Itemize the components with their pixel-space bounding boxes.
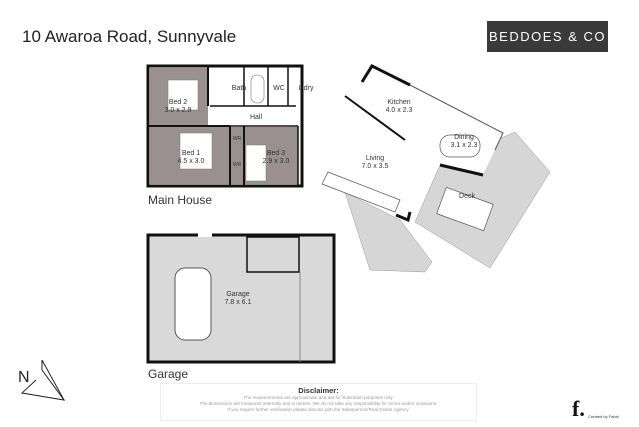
disclaimer-line: The dimensions are measured internally a…: [199, 401, 438, 407]
disclaimer-line: The measurements are approximate and are…: [243, 395, 394, 400]
room-name: Bath: [232, 85, 247, 92]
credit-text: Created by Fabbl: [588, 414, 619, 419]
disclaimer: Disclaimer: The measurements are approxi…: [160, 383, 477, 421]
disclaimer-line: If you require further verification plea…: [227, 407, 410, 413]
room-name: Bed 1: [182, 150, 200, 157]
room-size: 4.5 x 3.0: [178, 158, 205, 165]
room-name: Kitchen: [387, 99, 410, 106]
room-size: 7.0 x 3.5: [362, 163, 389, 170]
room-name: WR: [233, 162, 242, 168]
living-kitchen-area: [302, 66, 503, 218]
room-name: Deck: [459, 193, 475, 200]
room-name: Hall: [250, 114, 263, 121]
room-size: 4.0 x 2.3: [386, 107, 413, 114]
room-size: 7.8 x 6.1: [225, 299, 252, 306]
room-name: WC: [273, 85, 285, 92]
property-address: 10 Awaroa Road, Sunnyvale: [22, 27, 237, 46]
room-name: Living: [366, 155, 384, 162]
svg-text:Bed 14.5 x 3.0: Bed 14.5 x 3.0: [178, 150, 205, 165]
room-name: Garage: [226, 291, 249, 298]
room-name: Bed 2: [169, 99, 187, 106]
car-outline: [174, 267, 212, 341]
north-arrow-icon: N: [18, 359, 66, 401]
room-size: 3.1 x 2.3: [451, 142, 478, 149]
garage-label: Garage: [148, 367, 188, 381]
room-name: L'dry: [299, 85, 314, 92]
svg-text:N: N: [18, 369, 30, 386]
fabbl-logo: f.: [572, 396, 585, 421]
svg-text:Bed 32.9 x 3.0: Bed 32.9 x 3.0: [263, 150, 290, 165]
room-name: Dining: [454, 134, 474, 141]
deck-lower-area: [344, 191, 433, 273]
disclaimer-heading: Disclaimer:: [298, 386, 339, 395]
room-name: WR: [233, 136, 242, 142]
main-house-label: Main House: [148, 193, 212, 207]
room-size: 3.0 x 2.9: [165, 107, 192, 114]
brand-logo: BEDDOES & CO: [487, 21, 608, 52]
room-name: Bed 3: [267, 150, 285, 157]
svg-text:Bed 23.0 x 2.9: Bed 23.0 x 2.9: [165, 99, 192, 114]
room-size: 2.9 x 3.0: [263, 158, 290, 165]
